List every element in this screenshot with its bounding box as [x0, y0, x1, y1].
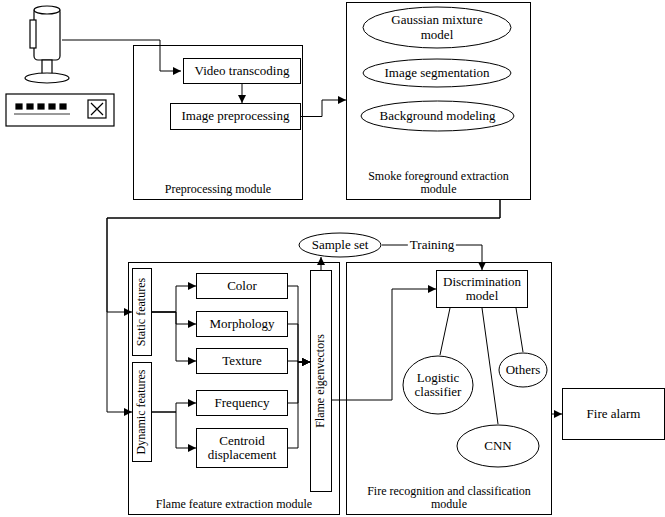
feature-group-box: Static features — [132, 268, 152, 356]
node-text: Preprocessing module — [136, 183, 300, 196]
process-box: Image preprocessing — [170, 103, 301, 130]
node-text: Static features — [135, 278, 148, 346]
connector — [288, 362, 310, 403]
connector — [321, 257, 322, 270]
node-text: Sample set — [312, 238, 369, 252]
recorder-port — [60, 104, 66, 109]
node-text: CNN — [484, 439, 511, 453]
connector — [440, 308, 450, 355]
recorder-line — [14, 114, 70, 115]
recorder-cross — [91, 103, 103, 115]
sample-ellipse: Sample set — [298, 232, 382, 258]
connector — [152, 312, 196, 324]
recorder-port — [16, 104, 22, 109]
node-text: Image preprocessing — [182, 109, 290, 123]
camera-lens — [34, 6, 60, 14]
recorder-port — [49, 104, 55, 109]
recorder — [6, 94, 114, 126]
feature-box: Color — [196, 273, 288, 299]
node-text: Image segmentation — [384, 66, 489, 80]
connector — [482, 308, 498, 424]
node-text: Background modeling — [380, 109, 496, 123]
node-text: Flame eigenvectors — [314, 334, 327, 428]
connector — [242, 84, 243, 103]
connector — [152, 312, 196, 361]
method-ellipse: Gaussian mixture model — [362, 6, 512, 49]
recorder-port — [27, 104, 33, 109]
node-text: Dynamic features — [135, 370, 148, 455]
method-ellipse: Background modeling — [360, 100, 515, 132]
recorder-switch — [88, 100, 106, 118]
vector-box: Flame eigenvectors — [310, 270, 332, 492]
connector — [288, 362, 310, 448]
connector — [152, 286, 196, 312]
feature-box: Frequency — [196, 390, 288, 416]
recorder-port — [38, 104, 44, 109]
recorder-box — [6, 94, 114, 126]
module-box: Smoke foreground extraction module Gaussi… — [346, 2, 531, 200]
module-box: Preprocessing module Video transcodingIma… — [133, 45, 303, 200]
feature-box: Centroid displacement — [196, 428, 288, 468]
method-ellipse: Image segmentation — [362, 58, 512, 88]
node-text: Logistic classifier — [410, 371, 466, 400]
connector — [301, 100, 346, 117]
module-box: Fire recognition and classification modu… — [346, 262, 552, 515]
node-text: Others — [506, 363, 541, 377]
alarm-box: Fire alarm — [562, 388, 665, 440]
connector — [288, 324, 310, 362]
node-text: Color — [227, 279, 257, 293]
connector — [288, 286, 310, 362]
node-text: Morphology — [210, 317, 275, 331]
camera — [25, 6, 69, 83]
camera-mount — [42, 60, 52, 74]
node-text: Smoke foreground extraction module — [349, 170, 528, 196]
camera-body — [34, 8, 60, 60]
node-text: Fire alarm — [587, 407, 641, 421]
camera-base — [25, 73, 69, 83]
model-box: Discrimination model — [436, 270, 528, 308]
node-text: Fire recognition and classification modu… — [349, 485, 549, 511]
connector — [152, 412, 196, 448]
feature-group-box: Dynamic features — [132, 362, 152, 462]
node-text: Video transcoding — [195, 64, 290, 78]
process-box: Video transcoding — [183, 58, 301, 84]
connector — [552, 414, 562, 415]
classifier-ellipse: Others — [498, 352, 548, 388]
classifier-ellipse: Logistic classifier — [402, 355, 474, 415]
node-text: Centroid displacement — [201, 434, 283, 463]
feature-box: Morphology — [196, 311, 288, 337]
edge-label: Training — [408, 237, 456, 253]
node-text: Discrimination model — [441, 275, 523, 304]
node-text: Flame feature extraction module — [131, 498, 337, 511]
node-text: Gaussian mixture model — [379, 13, 496, 42]
connector — [516, 308, 523, 352]
module-box: Flame feature extraction module Static fe… — [128, 262, 340, 515]
feature-box: Texture — [196, 348, 288, 374]
node-text: Texture — [222, 354, 262, 368]
classifier-ellipse: CNN — [456, 424, 540, 468]
connector — [152, 403, 196, 412]
camera-side — [30, 20, 36, 48]
node-text: Frequency — [215, 396, 270, 410]
